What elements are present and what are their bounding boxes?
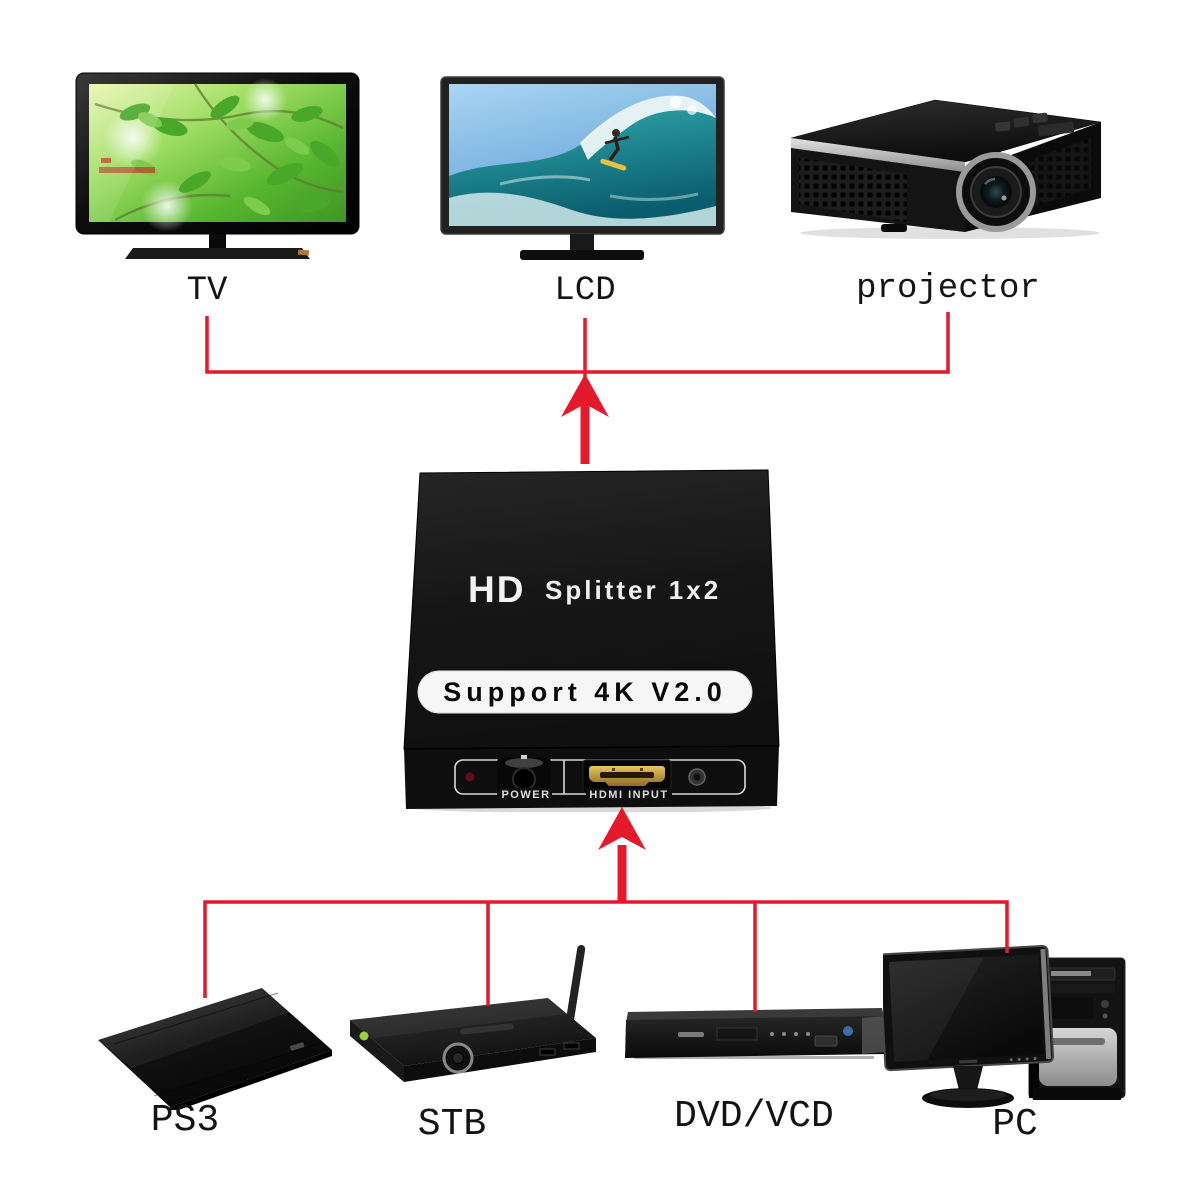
surfer-figure [600, 129, 630, 171]
dvd-icon [625, 1008, 885, 1059]
ps3-device [92, 986, 338, 1110]
splitter-brand: HD [468, 569, 525, 610]
dvd-device [622, 1006, 892, 1072]
stb-led [359, 1031, 369, 1041]
ps3-icon [98, 988, 332, 1110]
power-led [464, 771, 476, 783]
splitter-port-panel: POWER HDMI INPUT [454, 755, 746, 801]
splitter-device: HD Splitter 1x2 Support 4K V2.0 [402, 466, 782, 812]
projector-lens [956, 152, 1036, 232]
splitter-badge-text: Support 4K V2.0 [443, 677, 727, 707]
projector-device [785, 92, 1107, 242]
stb-device [340, 942, 602, 1086]
ps3-label: PS3 [150, 1099, 220, 1142]
stb-antenna [565, 944, 586, 1027]
output-arrow-up-icon [561, 374, 609, 464]
tv-label: TV [186, 272, 228, 310]
dvd-label: DVD/VCD [674, 1095, 834, 1138]
tv-icon [75, 72, 360, 259]
splitter-badge [417, 670, 753, 714]
tv-device [75, 72, 360, 267]
splitter-icon: HD Splitter 1x2 Support 4K V2.0 [403, 469, 780, 812]
hdmi-input-port [582, 759, 672, 794]
splitter-model: Splitter 1x2 [545, 575, 721, 605]
lcd-device [440, 76, 725, 268]
pc-monitor [883, 945, 1055, 1072]
screw-hole [688, 768, 706, 786]
pc-device [883, 944, 1138, 1114]
bluray-logo [843, 1026, 853, 1036]
power-port-label: POWER [501, 789, 550, 801]
lcd-label: LCD [554, 272, 616, 310]
input-arrow-up-icon [598, 807, 646, 901]
output-connector-lines [205, 312, 950, 378]
hdmi-port-label: HDMI INPUT [589, 789, 668, 801]
projector-label: projector [856, 270, 1040, 308]
projector-buttons [995, 112, 1075, 137]
stb-label: STB [417, 1103, 487, 1146]
pc-icon [883, 945, 1126, 1108]
stb-icon [350, 944, 596, 1082]
pc-label: PC [992, 1103, 1038, 1146]
projector-icon [790, 99, 1102, 239]
lcd-icon [440, 76, 725, 260]
